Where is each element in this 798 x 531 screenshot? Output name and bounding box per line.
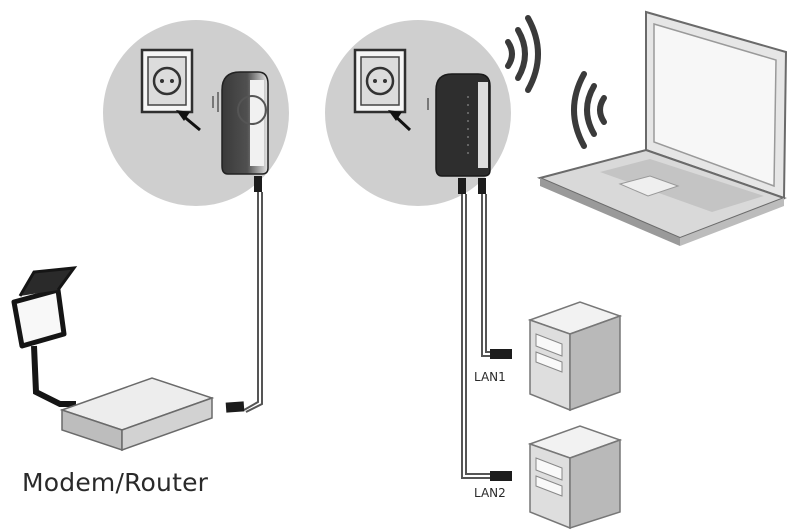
powerline-group-left (103, 20, 289, 206)
modem-router-icon (59, 377, 215, 452)
wifi-signal-icon (571, 71, 607, 149)
arrow-icon (176, 110, 201, 132)
desktop-tower-icon (527, 301, 623, 412)
desktop-tower-icon (527, 425, 623, 530)
wall-socket-icon (353, 48, 407, 114)
powerline-group-right (325, 15, 541, 206)
modem-router-label: Modem/Router (22, 468, 209, 497)
arrow-icon (388, 110, 412, 132)
powerline-adapter-icon (427, 73, 491, 194)
power-supply-icon (11, 266, 78, 407)
ethernet-plug (225, 401, 245, 413)
ethernet-plug (490, 471, 512, 481)
ethernet-plug (490, 349, 512, 359)
lan2-label: LAN2 (474, 486, 506, 500)
ethernet-cable (461, 194, 492, 479)
wifi-signal-icon (505, 15, 541, 93)
laptop-icon (536, 10, 788, 246)
ethernet-cable (243, 192, 263, 413)
wall-socket-icon (140, 48, 194, 114)
powerline-adapter-icon (212, 71, 269, 192)
lan1-label: LAN1 (474, 370, 506, 384)
